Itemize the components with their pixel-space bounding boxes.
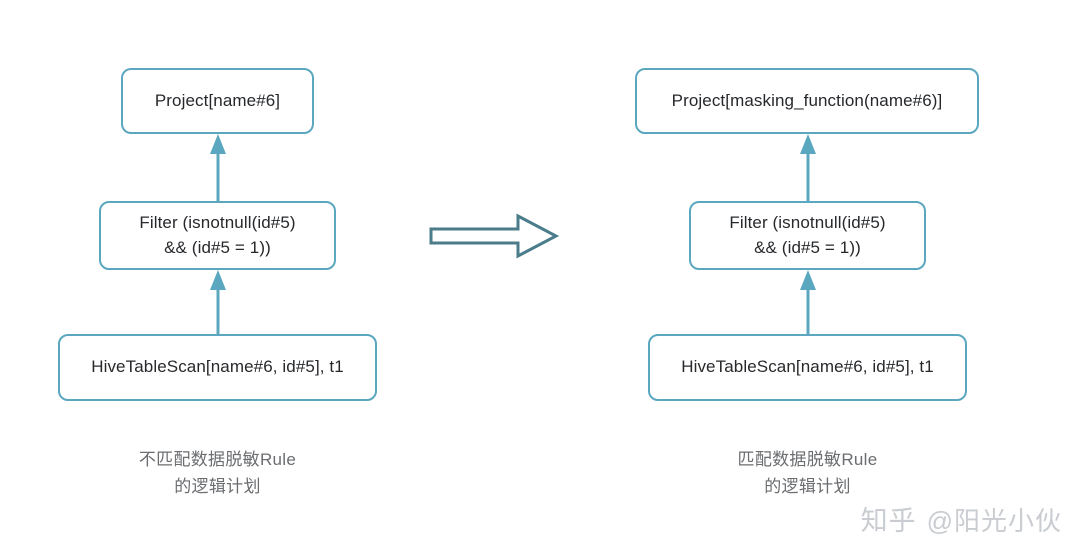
left-plan-node-project: Project[name#6] xyxy=(121,68,314,134)
left-plan-node-filter: Filter (isnotnull(id#5) && (id#5 = 1)) xyxy=(99,201,336,270)
left-connector-scan-to-filter xyxy=(210,270,226,337)
right-plan-node-project: Project[masking_function(name#6)] xyxy=(635,68,979,134)
watermark-author-handle: @阳光小伙 xyxy=(926,506,1062,536)
right-connector-filter-to-project xyxy=(800,134,816,204)
watermark-site-name: 知乎 xyxy=(860,506,917,536)
right-connector-scan-to-filter xyxy=(800,270,816,337)
left-connector-filter-to-project xyxy=(210,134,226,204)
right-plan-node-hive-table-scan: HiveTableScan[name#6, id#5], t1 xyxy=(648,334,967,401)
right-plan-caption: 匹配数据脱敏Rule 的逻辑计划 xyxy=(737,450,878,497)
right-plan-node-filter: Filter (isnotnull(id#5) && (id#5 = 1)) xyxy=(689,201,926,270)
left-plan-caption: 不匹配数据脱敏Rule 的逻辑计划 xyxy=(138,450,297,497)
left-plan-node-hive-table-scan: HiveTableScan[name#6, id#5], t1 xyxy=(58,334,377,401)
watermark: 知乎 @阳光小伙 xyxy=(861,499,1062,538)
transform-arrow-icon xyxy=(429,213,560,259)
